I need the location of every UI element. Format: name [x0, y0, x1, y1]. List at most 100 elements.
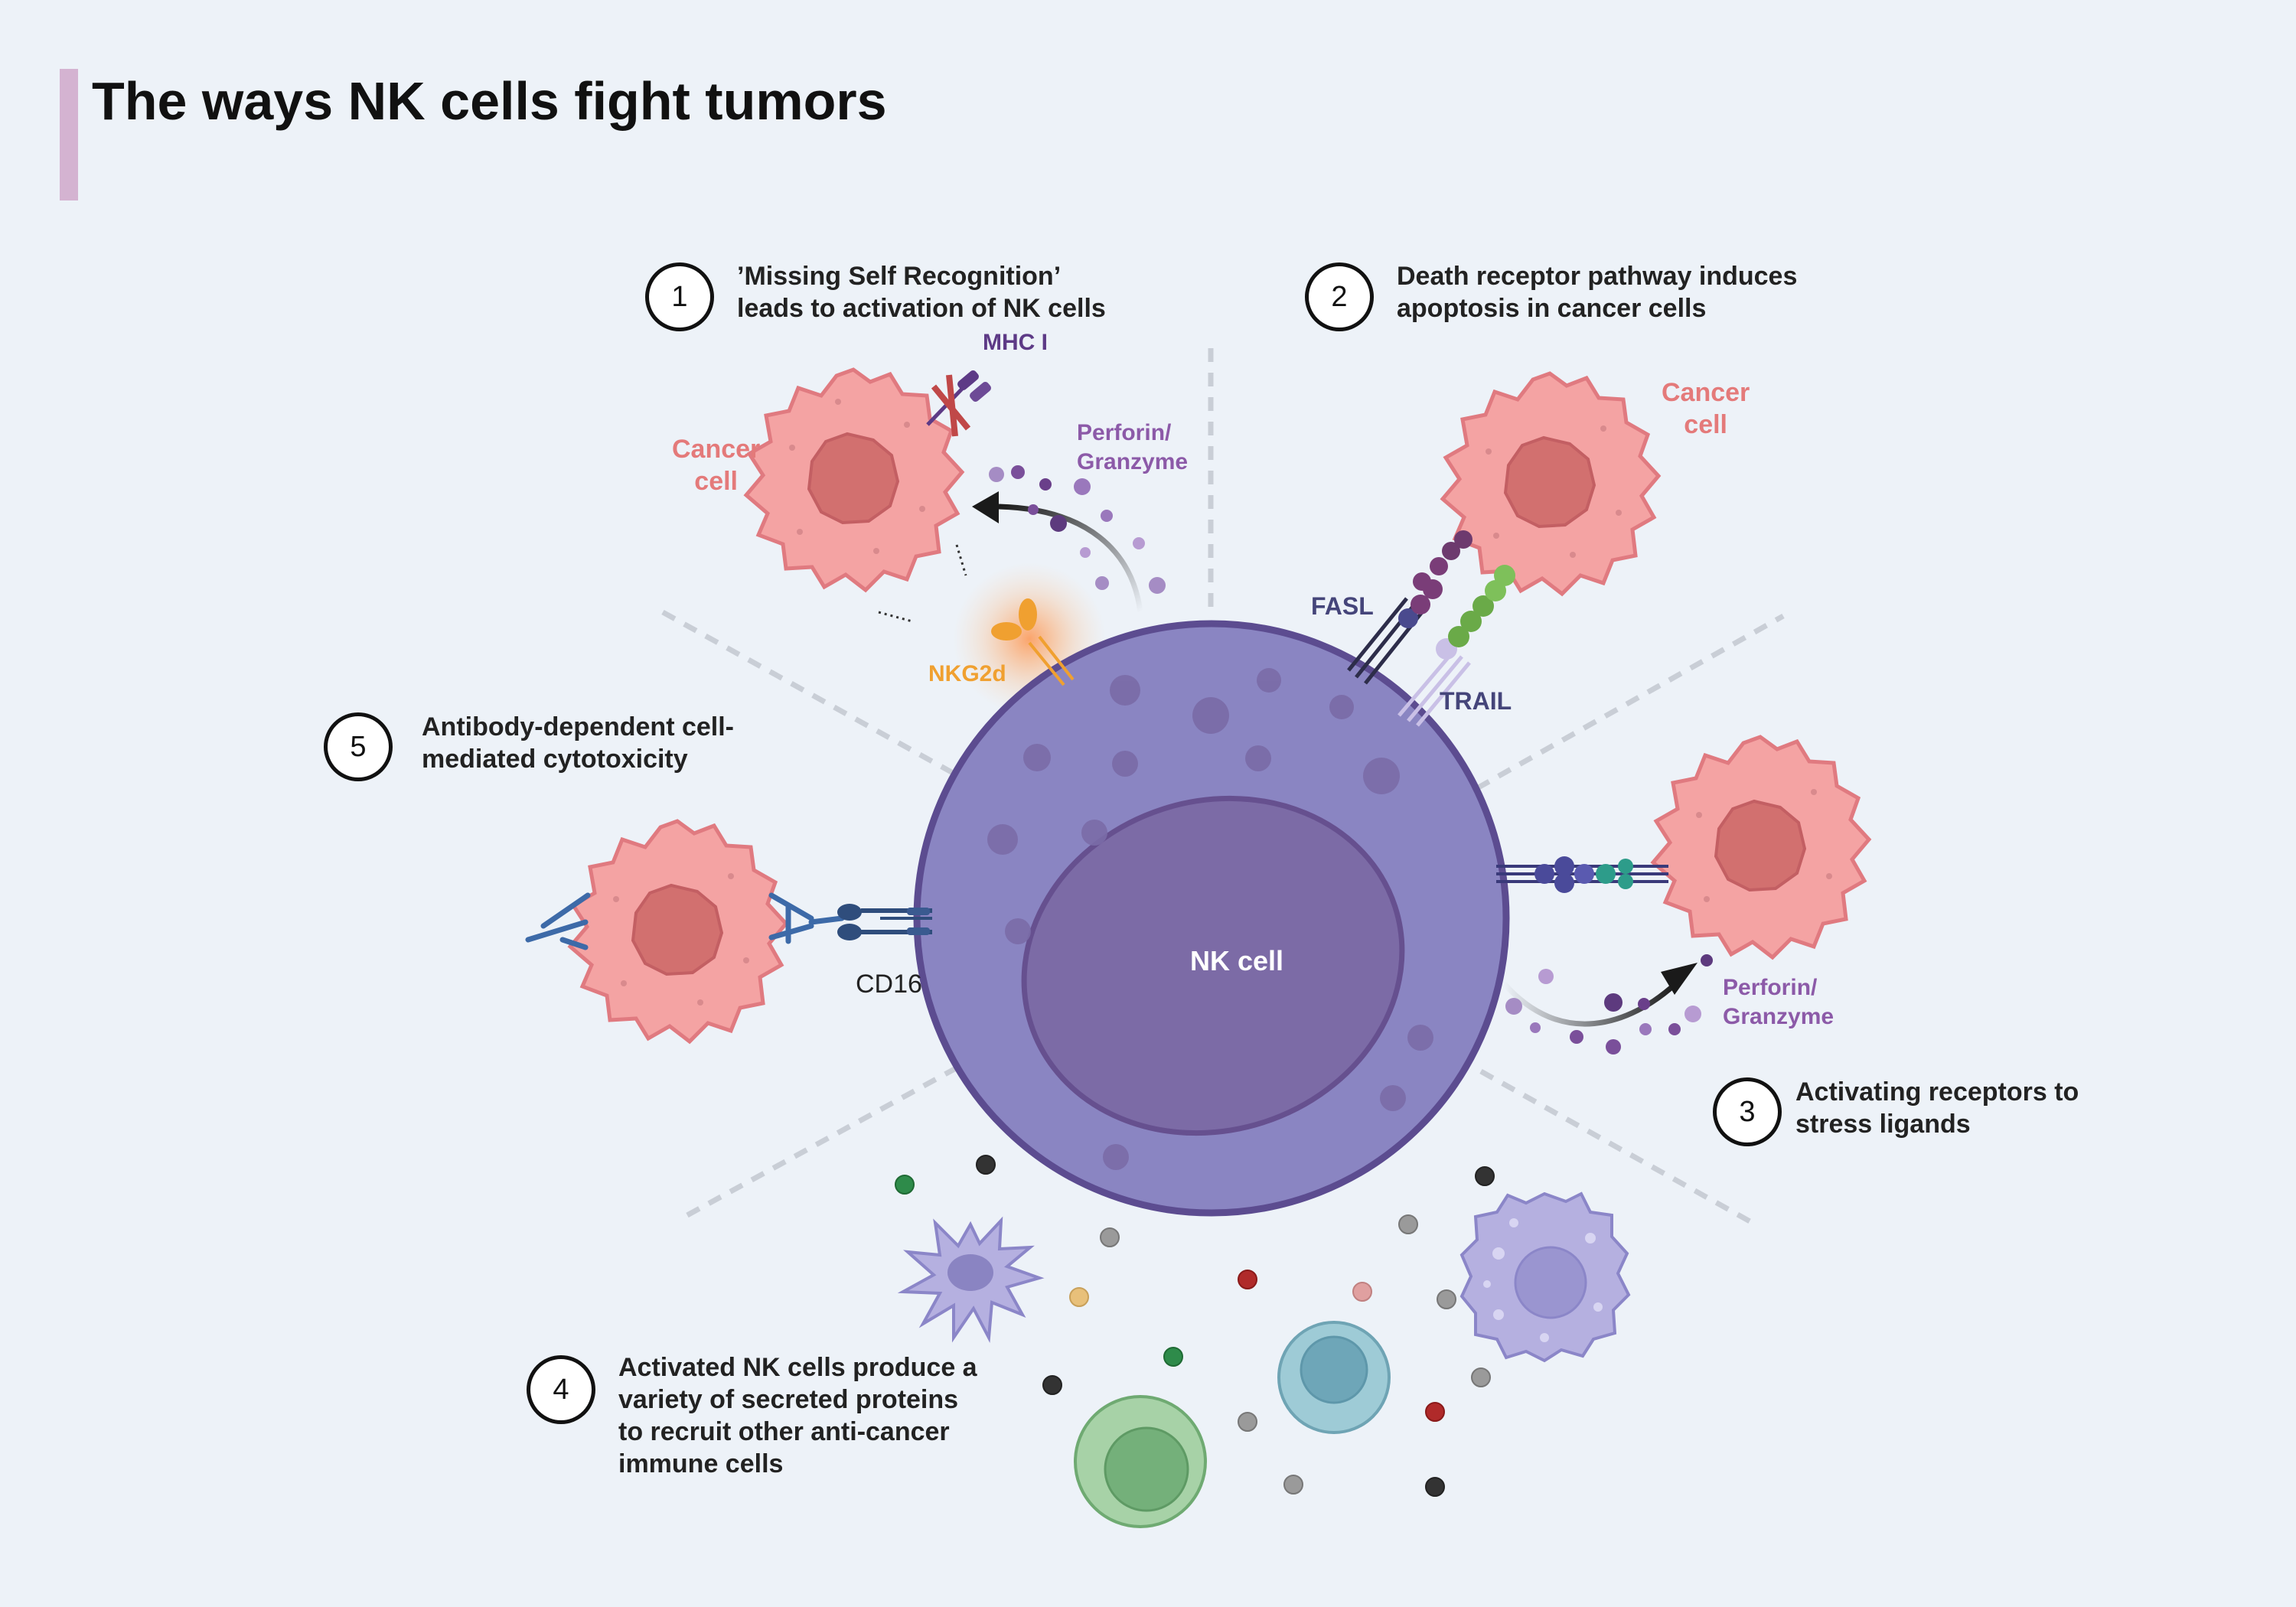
step-2-number: 2: [1305, 262, 1374, 331]
cancer-cell-dot: [789, 445, 795, 451]
granule-icon: [1471, 1367, 1491, 1387]
arrow-icon: [1502, 981, 1678, 1027]
divider-upper-left: [661, 609, 954, 776]
granule-icon: [1257, 668, 1281, 693]
granule-icon: [1638, 998, 1650, 1010]
cancer-cell-dot: [613, 896, 619, 902]
divider-lower-right: [1479, 1068, 1754, 1226]
cancer-cell-dot: [797, 529, 803, 535]
arrow-head: [972, 491, 999, 523]
fasl-domain: [1442, 542, 1460, 560]
perforin-granules-1: [989, 465, 1166, 594]
trail-domain: [1494, 565, 1515, 586]
fasl-domain: [1430, 557, 1448, 575]
perforin-line-1: Perforin/: [1077, 420, 1172, 445]
cancer-cell-dot: [728, 873, 734, 879]
granule-icon: [1245, 745, 1271, 771]
step-4-line-3: to recruit other anti-cancer: [618, 1417, 950, 1446]
t-cell-nucleus: [1300, 1335, 1368, 1404]
step-4-number: 4: [527, 1355, 595, 1424]
granule-icon: [1011, 465, 1025, 479]
step-2-line-2: apoptosis in cancer cells: [1397, 294, 1707, 323]
nk-cell-icon: [913, 620, 1510, 1217]
nkg2d-label: NKG2d: [928, 661, 1006, 686]
granule-icon: [1352, 1282, 1372, 1302]
antibody-arm: [768, 892, 814, 921]
antibody-icon: [768, 892, 845, 944]
step-1-line-2: leads to activation of NK cells: [737, 294, 1106, 323]
cancer-cell-dot: [1616, 510, 1622, 516]
granule-icon: [976, 1155, 996, 1175]
cancer-cell-dot: [873, 548, 879, 554]
granule-icon: [1425, 1477, 1445, 1497]
granule-icon: [989, 467, 1004, 482]
cancer-cell-dot: [1696, 812, 1702, 818]
granule-icon: [895, 1175, 915, 1195]
fasl-receptor-icon: [1347, 530, 1473, 685]
macrophage-nucleus: [1514, 1246, 1587, 1319]
nk-cell-granules: [987, 668, 1433, 1170]
cd16-domain: [837, 904, 862, 921]
trail-label: TRAIL: [1440, 687, 1512, 715]
cancer-label-line-2: cell: [694, 467, 738, 496]
granule-icon: [1050, 515, 1067, 532]
granule-icon: [1329, 695, 1354, 719]
receptor-domain: [1618, 874, 1633, 889]
macrophage-vesicle: [1492, 1247, 1505, 1260]
contact-dot-line: [955, 544, 967, 576]
cancer-cell-dot: [1570, 552, 1576, 558]
granule-icon: [1398, 1214, 1418, 1234]
granule-icon: [1604, 993, 1623, 1012]
step-3-line-1: Activating receptors to: [1795, 1077, 2079, 1107]
step-1-text: ’Missing Self Recognition’ leads to acti…: [737, 260, 1106, 324]
divider-upper-right: [1476, 613, 1785, 791]
granule-icon: [1103, 1144, 1129, 1170]
cancer-cell-dot: [904, 422, 910, 428]
step-3-line-2: stress ligands: [1795, 1110, 1971, 1139]
divider-lower-left: [686, 1061, 966, 1218]
receptor-domain: [1596, 864, 1616, 884]
granule-icon: [1039, 478, 1052, 491]
contact-dots: [878, 544, 967, 623]
antibody-arm: [525, 919, 589, 943]
granule-icon: [1606, 1039, 1621, 1054]
cancer-cell-nucleus: [807, 432, 900, 525]
trail-domain: [1460, 611, 1482, 632]
cancer-cell-dot: [1704, 896, 1710, 902]
granule-icon: [1238, 1412, 1257, 1432]
cancer-cell-label-2: Cancer cell: [1662, 376, 1750, 441]
nkg2d-stem: [1038, 635, 1075, 681]
perforin-granules-2: [1505, 954, 1713, 1054]
cancer-cell-dot: [835, 399, 841, 405]
receptor-domain: [1534, 864, 1554, 884]
receptor-domain: [1618, 859, 1633, 874]
trail-domain: [1448, 626, 1469, 647]
macrophage-vesicle: [1540, 1333, 1549, 1342]
step-3-number: 3: [1713, 1077, 1782, 1146]
granule-icon: [1475, 1166, 1495, 1186]
perforin-label-1: Perforin/ Granzyme: [1077, 419, 1188, 477]
granule-icon: [1101, 510, 1113, 522]
macrophage-vesicle: [1585, 1233, 1596, 1244]
page-title: The ways NK cells fight tumors: [92, 71, 887, 131]
trail-stem: [1397, 649, 1456, 717]
dendritic-cell-nucleus: [947, 1254, 993, 1291]
nkg2d-stem: [1028, 641, 1065, 686]
perforin-line-1: Perforin/: [1723, 975, 1818, 1000]
step-5-text: Antibody-dependent cell- mediated cytoto…: [422, 711, 734, 775]
granule-icon: [1701, 954, 1713, 966]
b-cell-nucleus: [1104, 1426, 1189, 1512]
fasl-domain: [1398, 608, 1418, 628]
granule-icon: [1668, 1023, 1681, 1035]
granule-icon: [1238, 1270, 1257, 1289]
granule-icon: [1081, 820, 1107, 846]
trail-stem: [1407, 655, 1463, 722]
granule-icon: [1283, 1475, 1303, 1495]
fasl-label: FASL: [1311, 592, 1374, 620]
step-1-number: 1: [645, 262, 714, 331]
step-2-line-1: Death receptor pathway induces: [1397, 262, 1798, 291]
step-5-line-1: Antibody-dependent cell-: [422, 712, 734, 742]
cancer-cell-dot: [743, 957, 749, 963]
granule-icon: [1570, 1030, 1583, 1044]
title-accent-bar: [60, 69, 78, 200]
